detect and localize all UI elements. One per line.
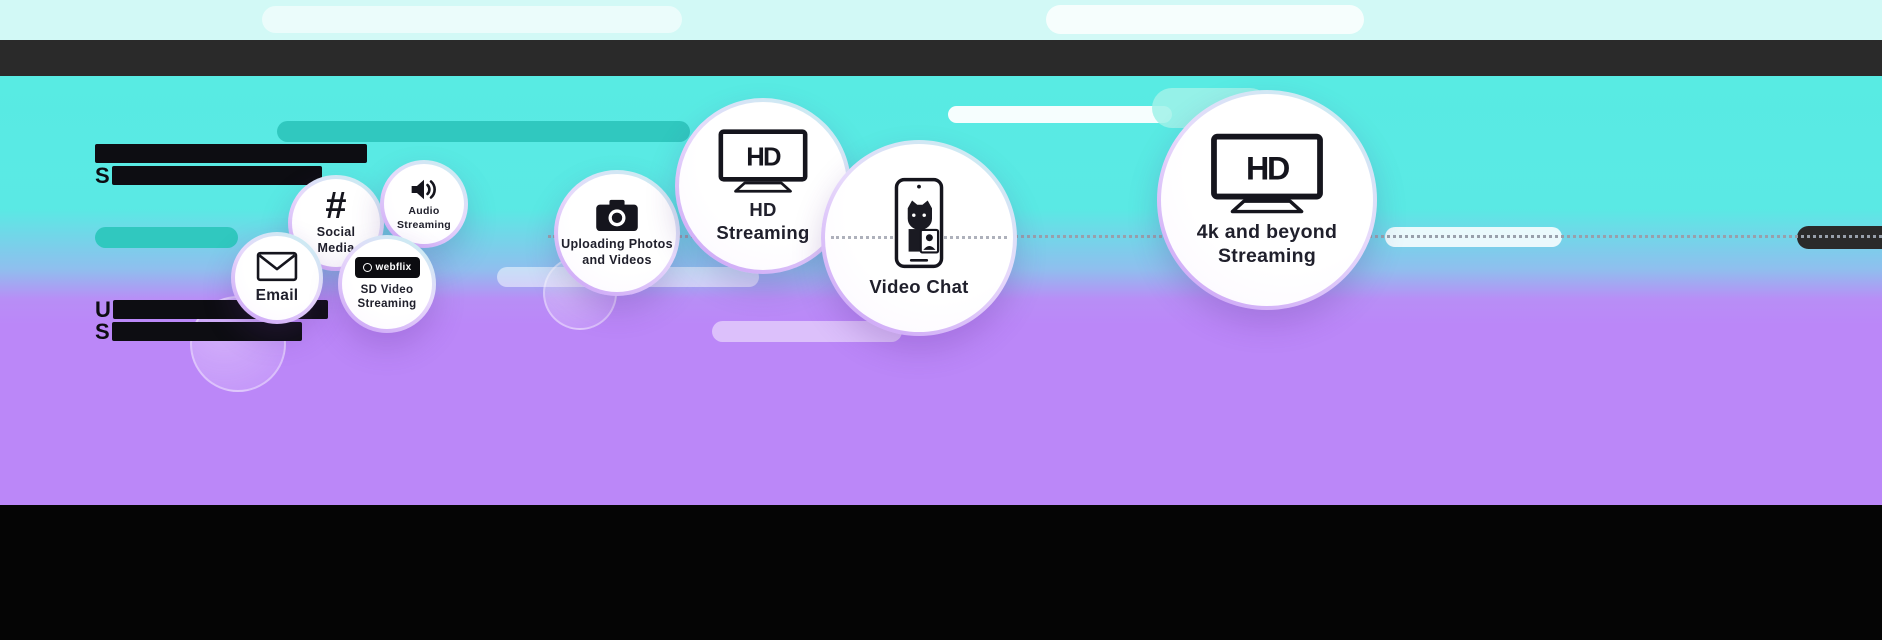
bubble-audio-streaming: Audio Streaming	[380, 160, 468, 248]
redacted-letter: U	[95, 297, 112, 322]
redacted-letter: S	[95, 319, 111, 344]
webflix-logo-text: webflix	[375, 261, 412, 273]
bottom-black-bar	[0, 505, 1882, 640]
bubble-email: Email	[231, 232, 323, 324]
speed-pill-teal	[277, 121, 690, 142]
tv-hd-text: HD	[746, 143, 781, 171]
tv-hd-icon: HD	[1209, 132, 1325, 215]
bubble-video-chat: Video Chat	[821, 140, 1017, 336]
decorative-pill	[1046, 5, 1364, 34]
bubble-label: Email	[255, 286, 299, 304]
bubble-label: Video Chat	[869, 276, 969, 298]
bubble-uploading-photos: Uploading Photos and Videos	[554, 170, 680, 296]
bubble-sd-video-streaming: webflix SD Video Streaming	[338, 235, 436, 333]
bubble-label: SD Video Streaming	[357, 283, 417, 310]
bubble-label: Social Media	[316, 225, 356, 256]
bubble-label: 4k and beyond Streaming	[1196, 220, 1338, 267]
speed-pill-purple	[712, 321, 902, 342]
bubble-label: HD Streaming	[716, 198, 810, 243]
speed-pill-white	[948, 106, 1172, 123]
speed-pill-teal	[95, 227, 238, 248]
tv-hd-icon: HD	[717, 128, 809, 194]
hashtag-icon: #	[325, 185, 347, 228]
bubble-label: Audio Streaming	[396, 205, 452, 231]
redacted-text-bar: S	[95, 163, 323, 188]
phone-video-chat-icon	[893, 177, 945, 269]
webflix-dot-icon	[362, 262, 372, 272]
camera-icon	[595, 198, 639, 232]
top-light-band	[0, 0, 1882, 40]
tv-hd-text: HD	[1246, 150, 1289, 186]
bubble-label: Uploading Photos and Videos	[561, 236, 673, 267]
envelope-icon	[256, 251, 298, 282]
bubble-4k-streaming: HD 4k and beyond Streaming	[1157, 90, 1377, 310]
webflix-logo: webflix	[354, 256, 420, 278]
redacted-text-bar	[95, 144, 367, 163]
top-dark-bar	[0, 40, 1882, 76]
bubble-hd-streaming: HD HD Streaming	[675, 98, 851, 274]
redacted-text-bar: S	[95, 319, 303, 344]
decorative-pill	[262, 6, 682, 33]
speaker-icon	[409, 176, 439, 203]
redacted-letter: S	[95, 163, 111, 188]
